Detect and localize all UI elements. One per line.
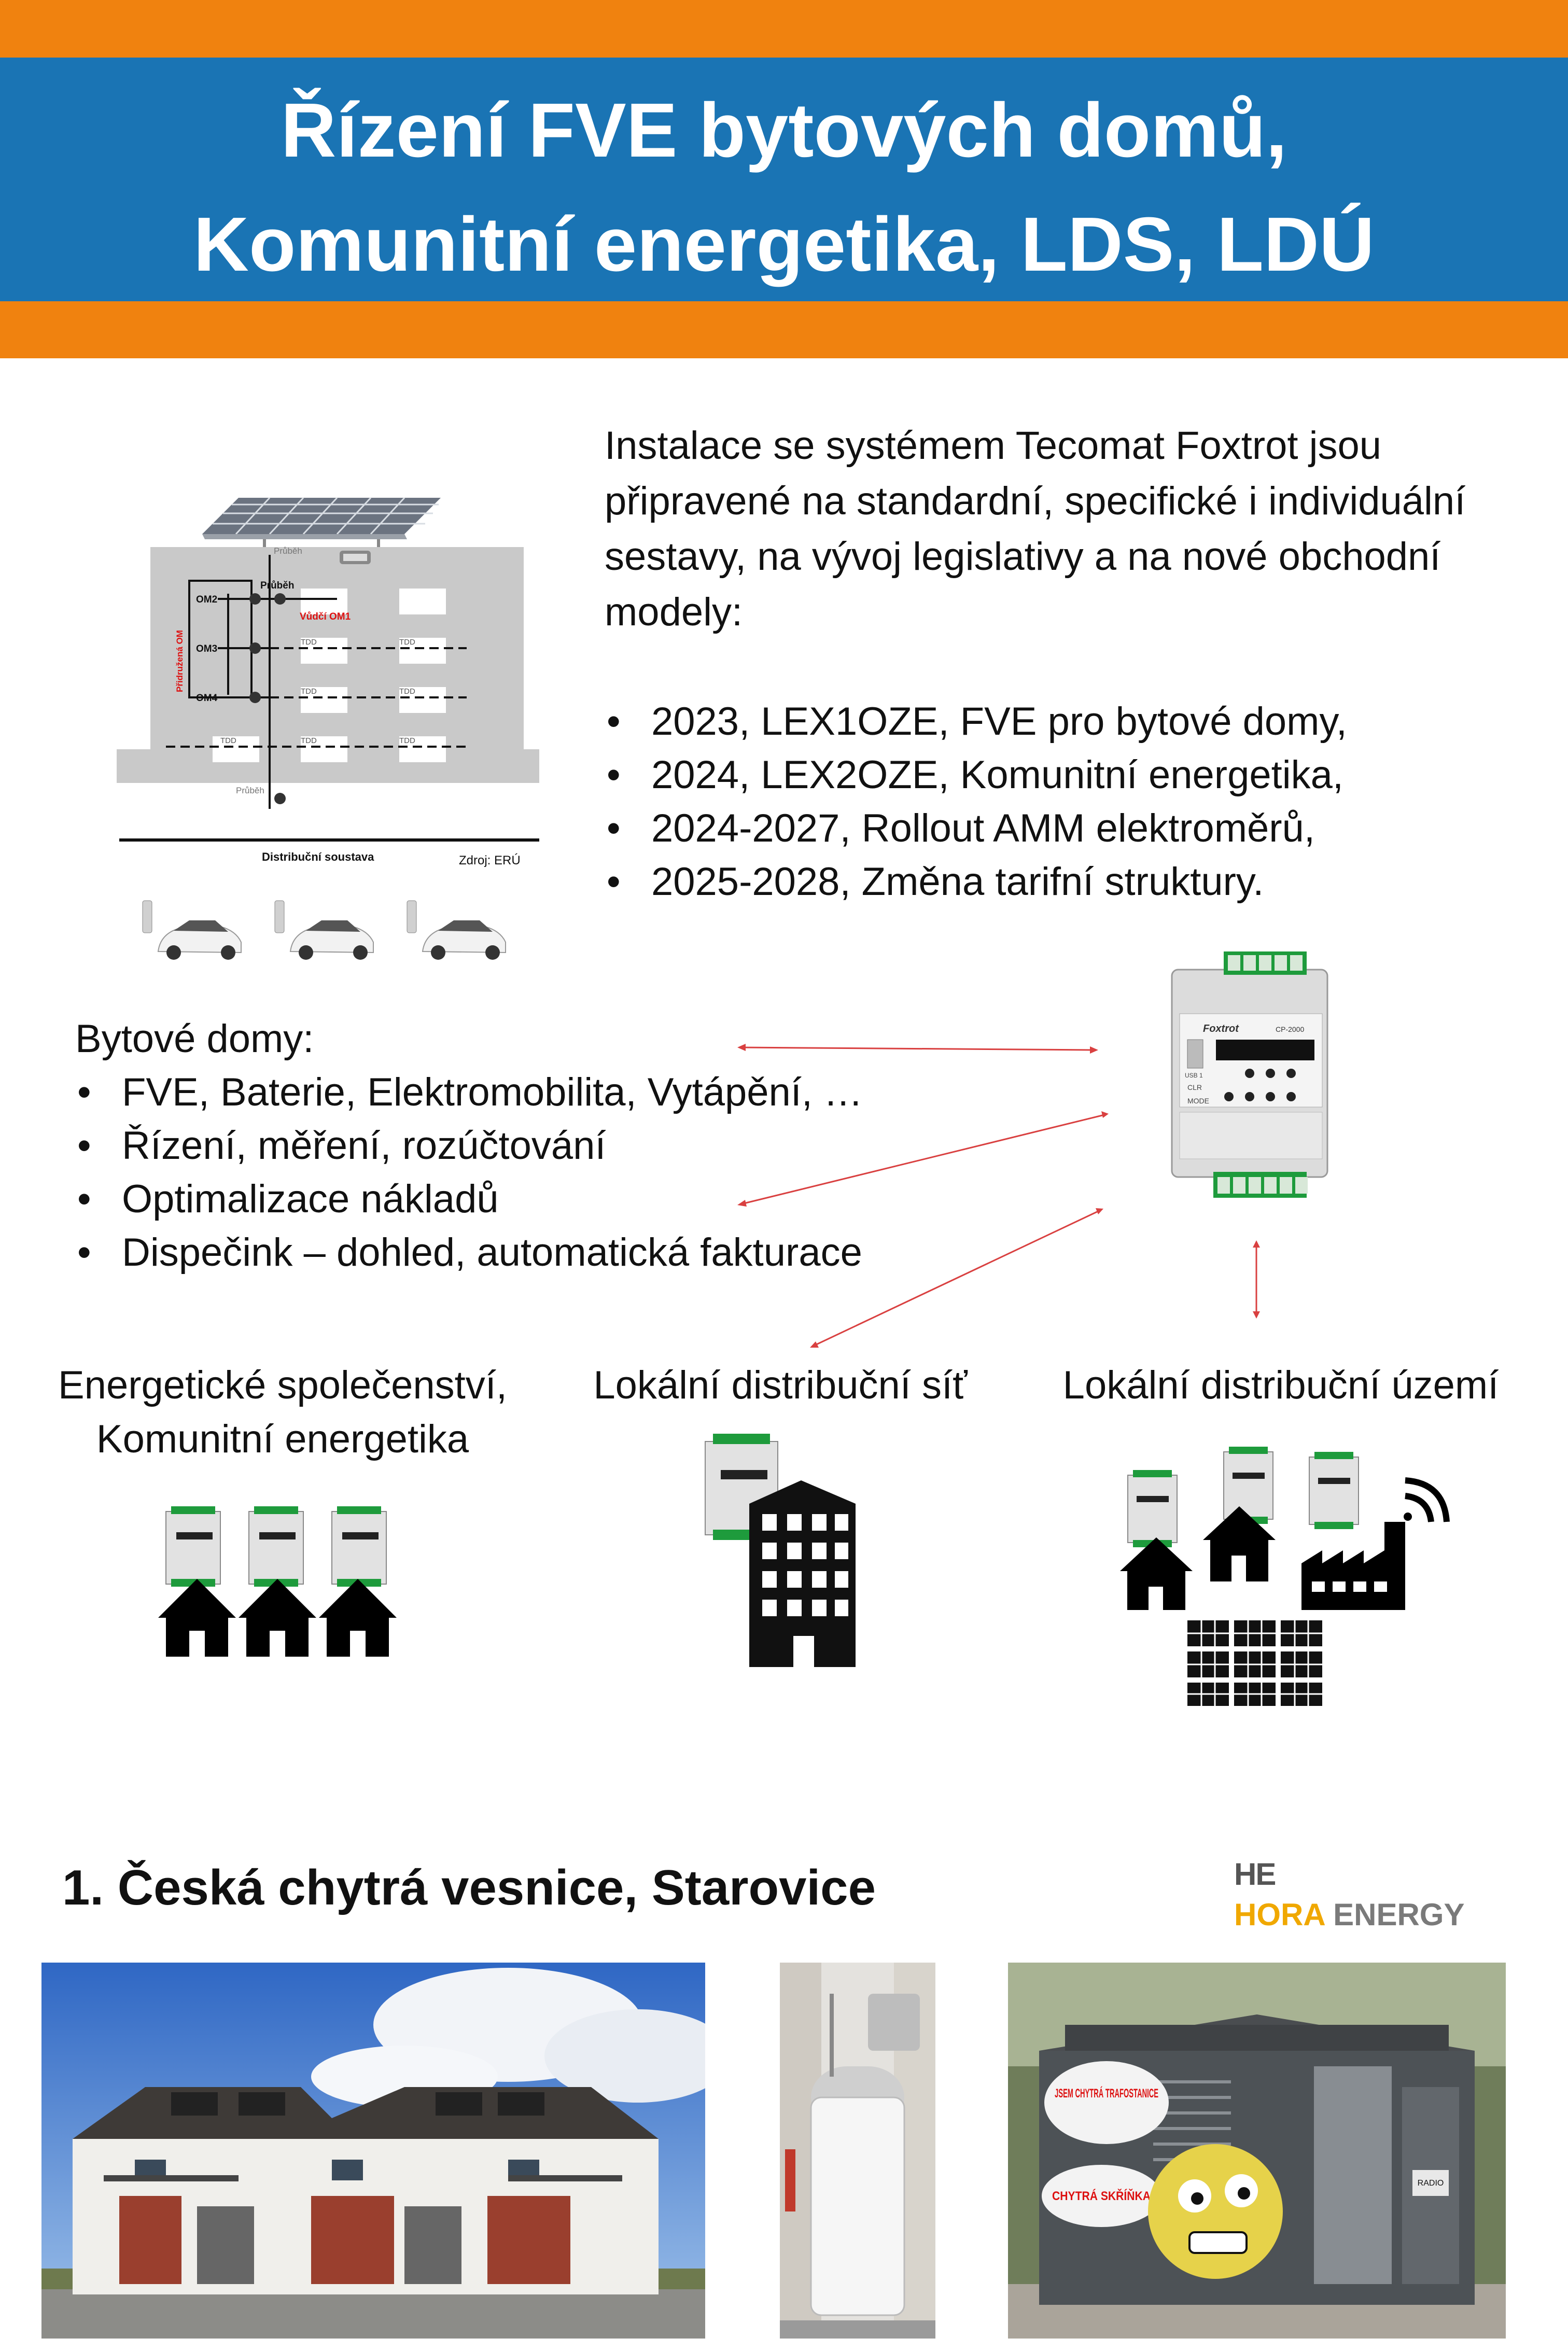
intro-block: Instalace se systémem Tecomat Foxtrot js… [605,418,1538,908]
pribeh-mid-label: Průběh [260,580,294,591]
list-item: Dispečink – dohled, automatická fakturac… [75,1226,1112,1279]
pribeh-bottom-label: Průběh [236,786,264,795]
mode-key-label: MODE [1187,1097,1209,1105]
section-left-label: Energetické společenství, Komunitní ener… [16,1359,550,1466]
foxtrot-device: Foxtrot CP-2000 USB 1 CLR MODE [1171,951,1328,1198]
distribucni-label: Distribuční soustava [262,850,374,863]
list-item: Optimalizace nákladů [75,1172,1112,1226]
om2-label: OM2 [196,594,217,605]
tdd-label: TDD [301,687,317,696]
section-right-label: Lokální distribuční území [1062,1363,1499,1407]
solar-panels-icon [202,497,441,547]
device-display [1216,1040,1314,1060]
bytove-domy-list: FVE, Baterie, Elektromobilita, Vytápění,… [75,1066,1112,1279]
building-diagram: Přidružená OM Průběh Průběh Průběh Vůdčí… [117,497,539,867]
list-item: FVE, Baterie, Elektromobilita, Vytápění,… [75,1066,1112,1119]
logo-hora-text: HORA [1234,1897,1325,1932]
device-model: CP-2000 [1276,1025,1304,1033]
house-icon [1120,1537,1193,1610]
controller-icon [1127,1470,1178,1547]
controller-icon [1223,1447,1273,1524]
bytove-domy-title: Bytové domy: [75,1017,314,1061]
wifi-icon [1405,1477,1450,1522]
om4-label: OM4 [196,693,218,704]
controller-icon [1309,1452,1359,1529]
page-title-line2: Komunitní energetika, LDS, LDÚ [193,202,1375,287]
list-item: 2023, LEX1OZE, FVE pro bytové domy, [605,695,1538,748]
solar-panels-icon [1187,1620,1322,1706]
page-title-line1: Řízení FVE bytových domů, [281,88,1287,173]
controller-icon [165,1506,221,1587]
list-item: 2024, LEX2OZE, Komunitní energetika, [605,748,1538,802]
intro-list: 2023, LEX1OZE, FVE pro bytové domy, 2024… [605,695,1538,908]
list-item: 2024-2027, Rollout AMM elektroměrů, [605,802,1538,855]
header-title-band [0,58,1568,301]
house-icon [1203,1506,1276,1581]
controller-icon [331,1506,387,1587]
tdd-label: TDD [399,638,415,647]
om3-label: OM3 [196,643,217,654]
logo-energy-text: ENERGY [1324,1897,1465,1932]
usb-port-icon [1187,1039,1203,1069]
office-building-icon [705,1434,856,1667]
clr-key-label: CLR [1187,1083,1202,1091]
header-top-band [0,0,1568,58]
substation-photo: JSEM CHYTRÁ TRAFOSTANICE CHYTRÁ SKŘÍŇKA … [1008,1963,1506,2339]
houses-photo [41,1963,705,2339]
list-item: 2025-2028, Změna tarifní struktury. [605,855,1538,908]
hora-energy-logo-mark: HE [1234,1857,1276,1892]
tdd-label: TDD [301,638,317,647]
intro-paragraph: Instalace se systémem Tecomat Foxtrot js… [605,424,1466,634]
pribeh-top-label: Průběh [274,546,302,556]
ev-car-icon [142,900,242,960]
factory-icon [1301,1522,1405,1610]
substation-sign-text: JSEM CHYTRÁ TRAFOSTANICE [1055,2086,1158,2101]
radio-sign-text: RADIO [1418,2179,1444,2188]
vedouci-label: Vůdčí OM1 [300,611,351,622]
bytove-domy-block: FVE, Baterie, Elektromobilita, Vytápění,… [75,1066,1112,1279]
heat-pump-photo [780,1963,935,2339]
ev-car-icon [407,900,506,960]
pridruzena-label: Přidružená OM [175,630,185,692]
tdd-label: TDD [399,736,415,745]
tdd-label: TDD [399,687,415,696]
section-left-line1: Energetické společenství, [58,1363,508,1407]
list-item: Řízení, měření, rozúčtování [75,1119,1112,1172]
section-middle-label: Lokální distribuční síť [593,1363,968,1407]
usb-key-label: USB 1 [1185,1072,1203,1079]
section-left-line2: Komunitní energetika [96,1417,469,1461]
bottom-title: 1. Česká chytrá vesnice, Starovice [62,1860,876,1915]
header-bottom-band [0,301,1568,358]
tdd-label: TDD [220,736,236,745]
community-houses-icon [158,1506,397,1657]
controller-icon [248,1506,304,1587]
device-brand: Foxtrot [1203,1023,1239,1034]
local-territory-icon [1120,1447,1450,1706]
ev-car-icon [274,900,374,960]
tdd-label: TDD [301,736,317,745]
substation-sign-text: CHYTRÁ SKŘÍŇKA [1052,2189,1151,2203]
zdroj-label: Zdroj: ERÚ [459,853,521,867]
hora-energy-logo: HORA ENERGY [1234,1897,1465,1933]
ev-chargers-row [142,900,506,960]
